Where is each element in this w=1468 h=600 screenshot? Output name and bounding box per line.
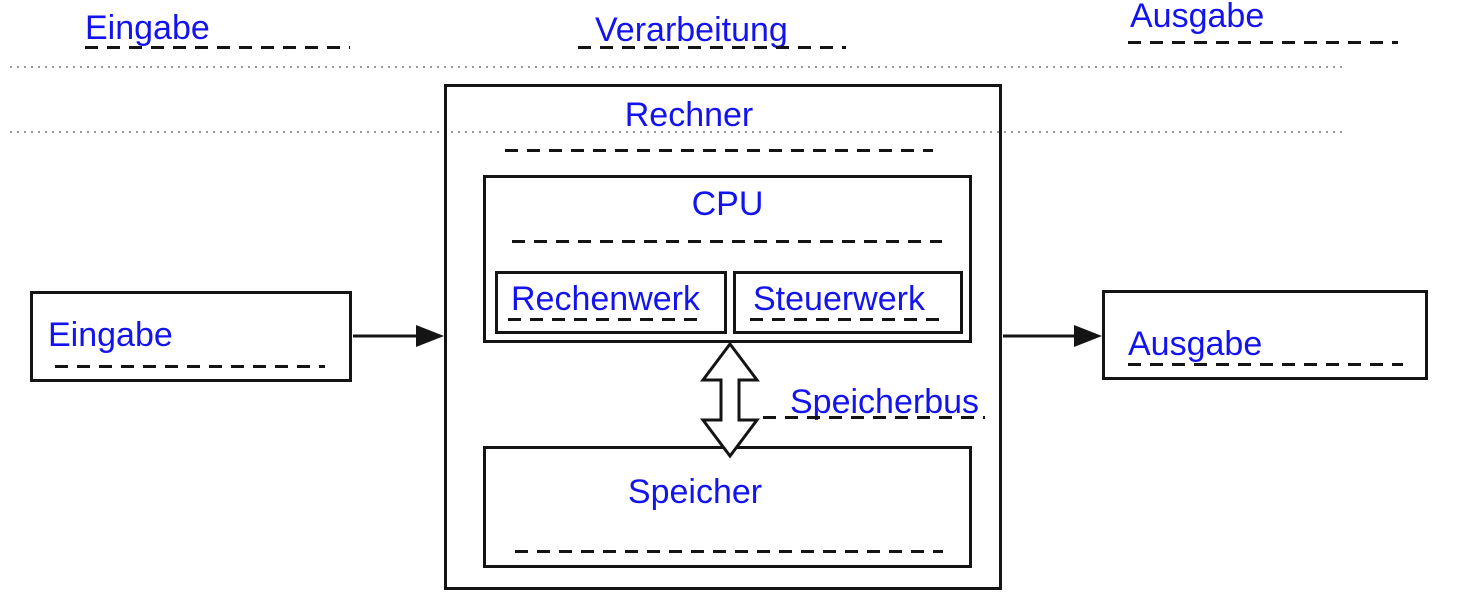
rechner-label: Rechner <box>624 96 754 134</box>
phase-label-verarbeitung: Verarbeitung <box>595 11 788 49</box>
dashed-underline-cpu <box>512 240 942 243</box>
dashed-underline-eingabe <box>85 46 350 49</box>
phase-label-eingabe: Eingabe <box>85 9 210 47</box>
dotted-separator-second <box>10 131 1346 133</box>
steuerwerk-box <box>733 271 963 334</box>
dashed-underline-verarbeitung <box>578 46 846 49</box>
speicherbus-label: Speicherbus <box>790 383 980 421</box>
dashed-underline-ausgabe <box>1128 41 1398 44</box>
eingabe-box <box>30 291 352 382</box>
input-arrow <box>353 325 444 347</box>
phase-label-ausgabe: Ausgabe <box>1130 0 1265 35</box>
speicher-label: Speicher <box>627 473 763 511</box>
dashed-underline-speicher <box>515 550 943 553</box>
dashed-underline-ausgabe-box <box>1128 363 1403 366</box>
rechenwerk-box <box>495 271 727 334</box>
rechner-box <box>444 84 1002 590</box>
dashed-underline-rechenwerk <box>508 318 705 321</box>
dotted-separator-top <box>10 66 1346 68</box>
ausgabe-box <box>1102 290 1428 380</box>
dashed-underline-steuerwerk <box>750 318 942 321</box>
output-arrow <box>1003 325 1102 347</box>
dashed-underline-rechner <box>505 149 933 152</box>
ausgabe-box-label: Ausgabe <box>1128 325 1263 363</box>
eingabe-box-label: Eingabe <box>48 316 173 354</box>
dashed-underline-speicherbus <box>763 416 985 419</box>
cpu-label: CPU <box>691 185 764 223</box>
dashed-underline-eingabe-box <box>55 365 325 368</box>
steuerwerk-label: Steuerwerk <box>753 280 925 318</box>
rechenwerk-label: Rechenwerk <box>511 280 700 318</box>
